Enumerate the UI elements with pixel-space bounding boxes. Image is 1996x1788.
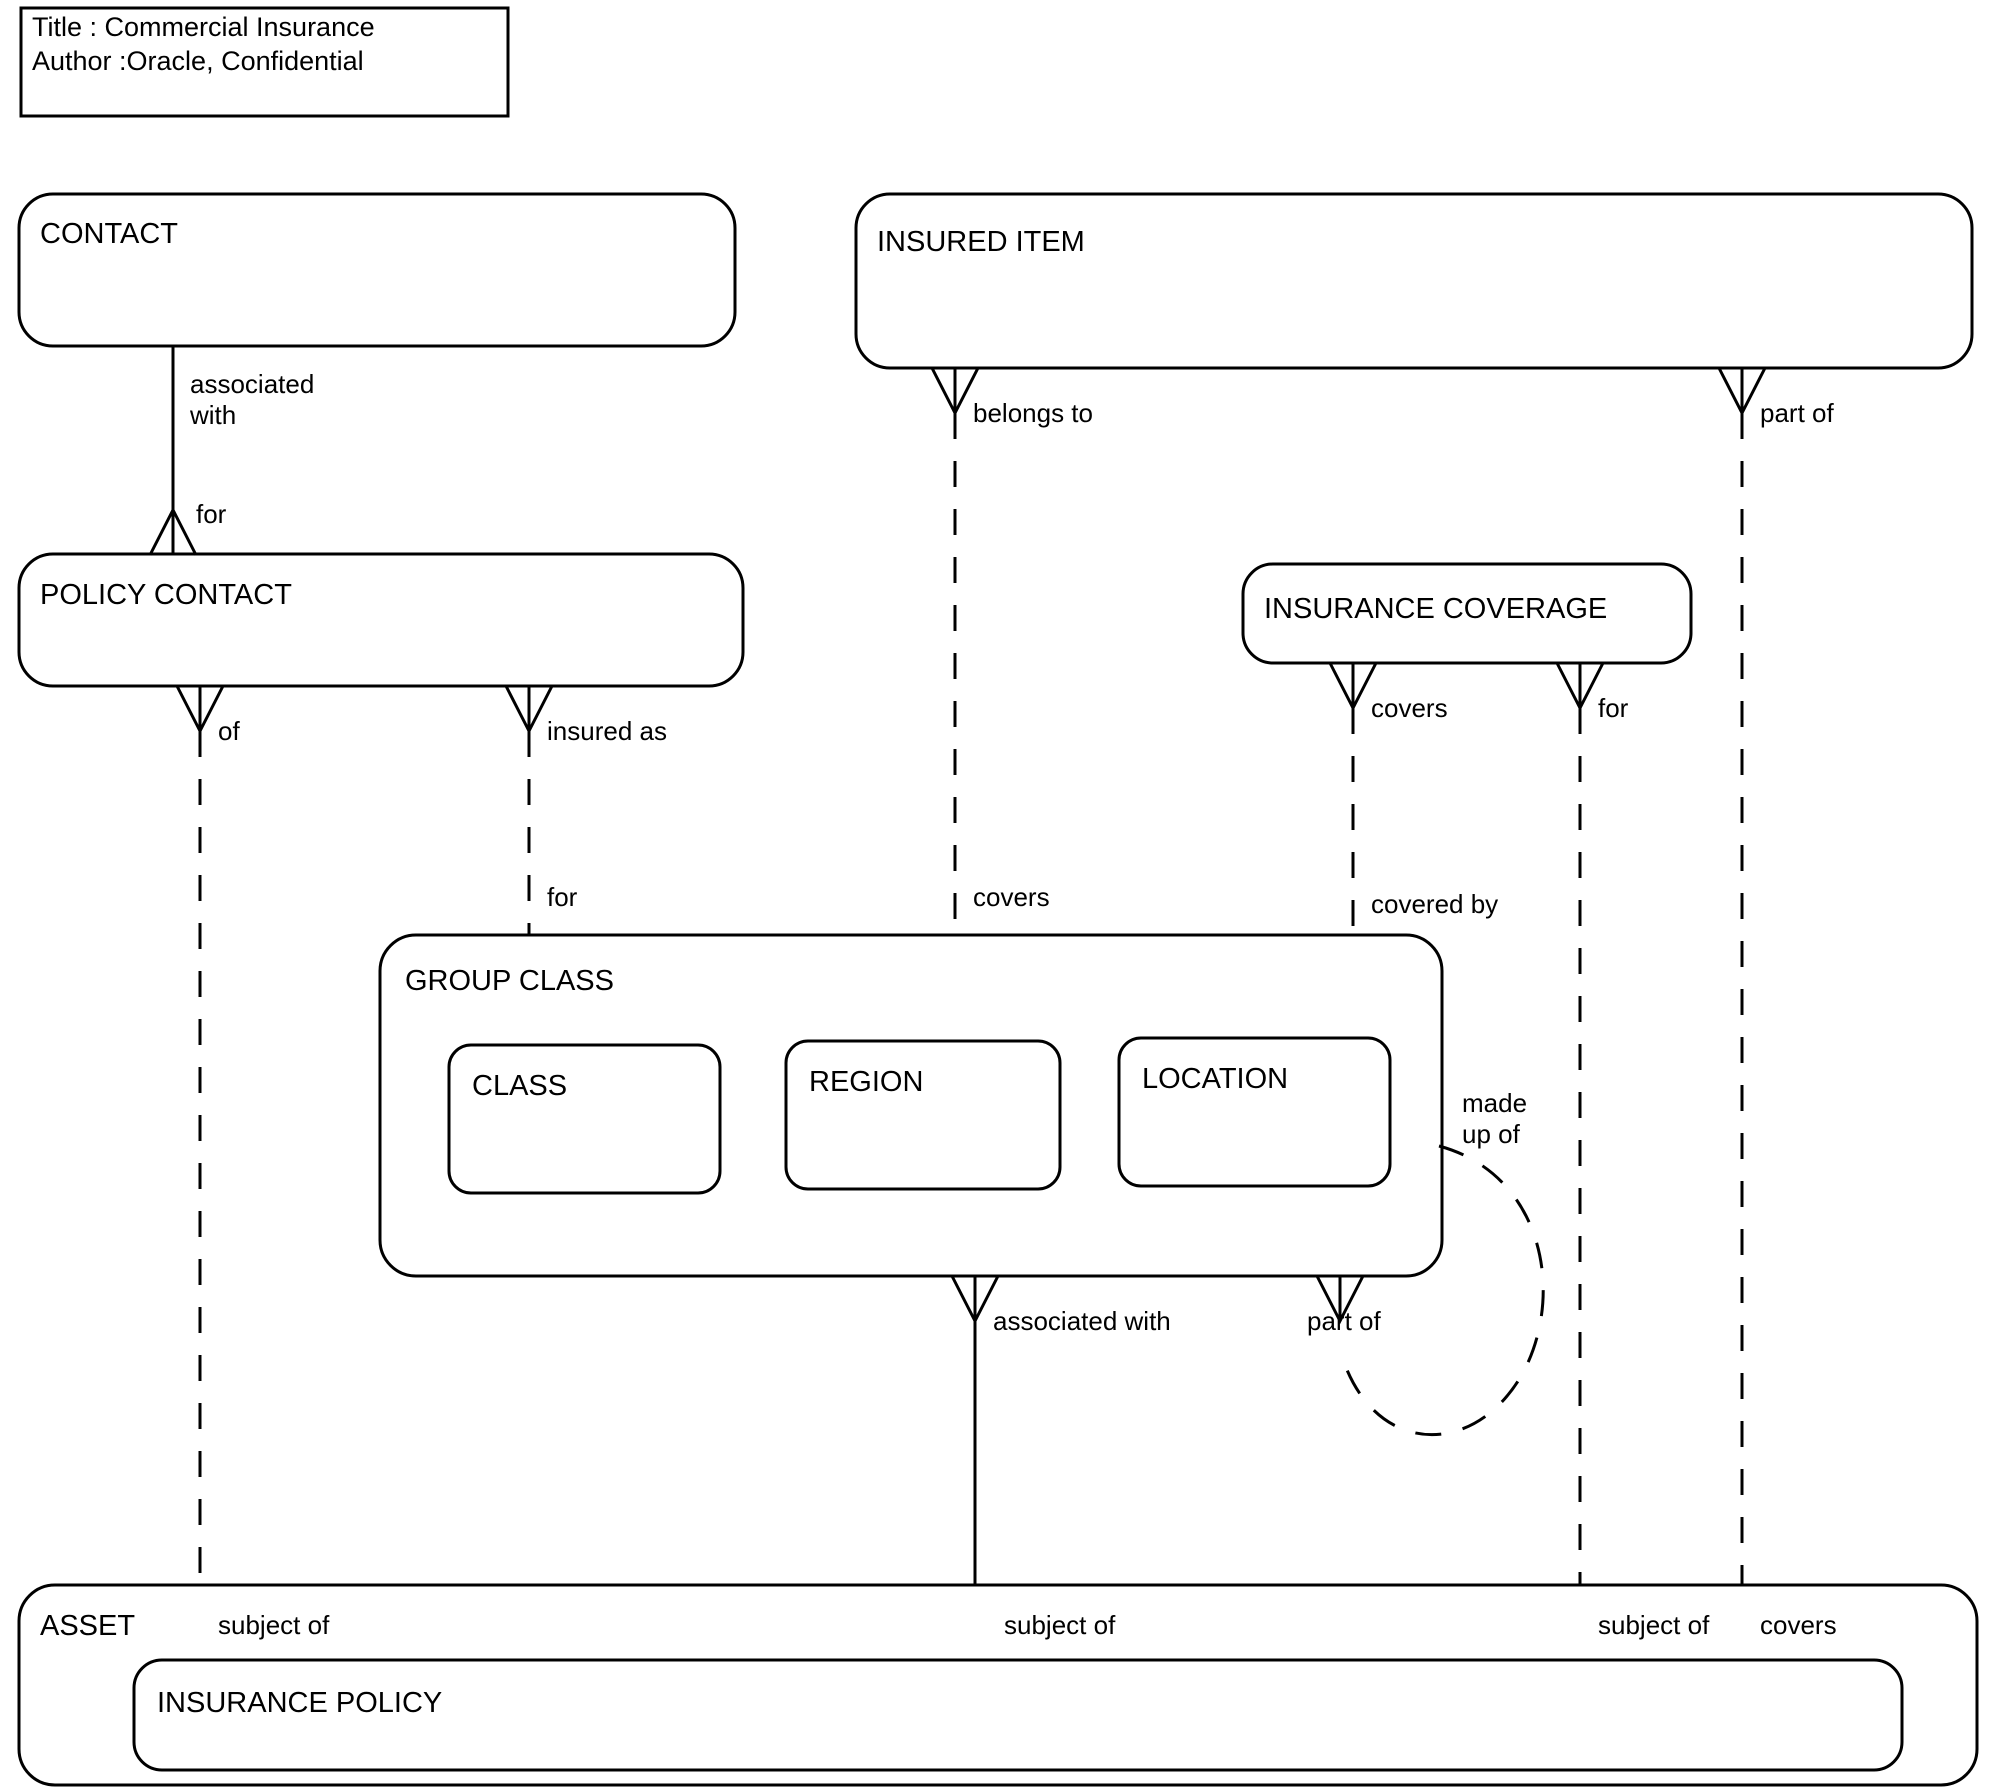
entity-location-label: LOCATION: [1142, 1063, 1288, 1095]
relationship-policycontact-groupclass: insured as for: [504, 685, 667, 935]
relationship-label-with: with: [189, 400, 236, 430]
entity-group-class[interactable]: GROUP CLASS CLASS REGION LOCATION: [378, 933, 1444, 1278]
crowsfoot-policy-contact-insured-as: [504, 685, 554, 735]
entity-region-label: REGION: [809, 1066, 923, 1098]
entity-group-class-box[interactable]: [378, 933, 1444, 1278]
relationship-groupclass-asset: associated with subject of: [950, 1275, 1171, 1640]
relationship-label-covers-insured-item: covers: [973, 882, 1050, 912]
crowsfoot-coverage-for: [1555, 662, 1605, 712]
entity-insurance-coverage-box[interactable]: [1241, 562, 1693, 665]
entity-insured-item-label: INSURED ITEM: [877, 226, 1085, 258]
relationship-label-of: of: [218, 716, 240, 746]
title-block-border: [19, 6, 510, 118]
relationship-label-belongs-to: belongs to: [973, 398, 1093, 428]
relationship-label-covers-coverage: covers: [1371, 693, 1448, 723]
entity-insurance-policy-box[interactable]: [132, 1658, 1904, 1772]
relationship-label-part-of-right: part of: [1760, 398, 1834, 428]
entity-insured-item-box[interactable]: [854, 192, 1974, 370]
entity-insurance-coverage[interactable]: INSURANCE COVERAGE: [1241, 562, 1693, 665]
crowsfoot-insured-item-part-of: [1717, 367, 1767, 417]
relationship-label-for-group-class: for: [547, 882, 578, 912]
title-text-line2: Author :Oracle, Confidential: [32, 46, 364, 76]
relationship-label-subject-of-left: subject of: [218, 1610, 330, 1640]
relationship-label-part-of-group: part of: [1307, 1306, 1381, 1336]
entity-asset[interactable]: ASSET INSURANCE POLICY: [17, 1583, 1979, 1787]
entity-contact-label: CONTACT: [40, 218, 178, 250]
entity-region[interactable]: REGION: [784, 1039, 1062, 1191]
relationship-insureditem-asset: part of covers: [1717, 367, 1837, 1640]
crowsfoot-coverage-covers: [1328, 662, 1378, 712]
title-text-line1: Title : Commercial Insurance: [32, 12, 375, 42]
entity-region-box[interactable]: [784, 1039, 1062, 1191]
relationship-label-made: made: [1462, 1088, 1527, 1118]
relationship-label-covered-by: covered by: [1371, 889, 1498, 919]
relationship-label-insured-as: insured as: [547, 716, 667, 746]
relationship-arc-made-up-of: [1338, 1144, 1545, 1437]
relationship-label-for-coverage: for: [1598, 693, 1629, 723]
entity-class-label: CLASS: [472, 1070, 567, 1102]
relationship-contact-policycontact: associated with for: [148, 346, 314, 556]
relationship-policycontact-asset-of: of: [175, 685, 240, 1585]
crowsfoot-insured-item-belongs-to: [930, 367, 980, 417]
entity-class[interactable]: CLASS: [447, 1043, 722, 1195]
relationship-label-for-policy-contact: for: [196, 499, 227, 529]
relationship-groupclass-recursive: made up of part of: [1307, 1088, 1545, 1437]
entity-location[interactable]: LOCATION: [1117, 1036, 1392, 1188]
title-block: Title : Commercial Insurance Author :Ora…: [19, 6, 510, 118]
entity-policy-contact-box[interactable]: [17, 552, 745, 688]
relationship-coverage-groupclass: covers covered by: [1328, 662, 1498, 935]
entity-contact-box[interactable]: [17, 192, 737, 348]
relationship-label-subject-of-mid: subject of: [1004, 1610, 1116, 1640]
entity-insurance-policy-label: INSURANCE POLICY: [157, 1687, 442, 1719]
entity-contact[interactable]: CONTACT: [17, 192, 737, 348]
crowsfoot-policy-contact-for: [148, 506, 198, 556]
relationship-label-group-associated-with: associated with: [993, 1306, 1171, 1336]
relationship-insureditem-groupclass: belongs to covers: [930, 367, 1093, 935]
entity-policy-contact[interactable]: POLICY CONTACT: [17, 552, 745, 688]
entity-class-box[interactable]: [447, 1043, 722, 1195]
relationship-label-associated: associated: [190, 369, 314, 399]
relationship-label-covers-asset: covers: [1760, 1610, 1837, 1640]
entity-policy-contact-label: POLICY CONTACT: [40, 579, 292, 611]
entity-asset-box[interactable]: [17, 1583, 1979, 1787]
crowsfoot-group-class-associated-with: [950, 1275, 1000, 1325]
entity-location-box[interactable]: [1117, 1036, 1392, 1188]
entity-asset-label: ASSET: [40, 1610, 135, 1642]
relationship-label-up-of: up of: [1462, 1119, 1521, 1149]
entity-group-class-label: GROUP CLASS: [405, 965, 614, 997]
crowsfoot-policy-contact-of: [175, 685, 225, 735]
crowsfoot-group-class-part-of: [1315, 1275, 1365, 1325]
entity-insured-item[interactable]: INSURED ITEM: [854, 192, 1974, 370]
entity-insurance-coverage-label: INSURANCE COVERAGE: [1264, 593, 1607, 625]
relationship-coverage-asset: for subject of: [1555, 662, 1710, 1640]
entity-insurance-policy[interactable]: INSURANCE POLICY: [132, 1658, 1904, 1772]
relationship-label-subject-of-right: subject of: [1598, 1610, 1710, 1640]
